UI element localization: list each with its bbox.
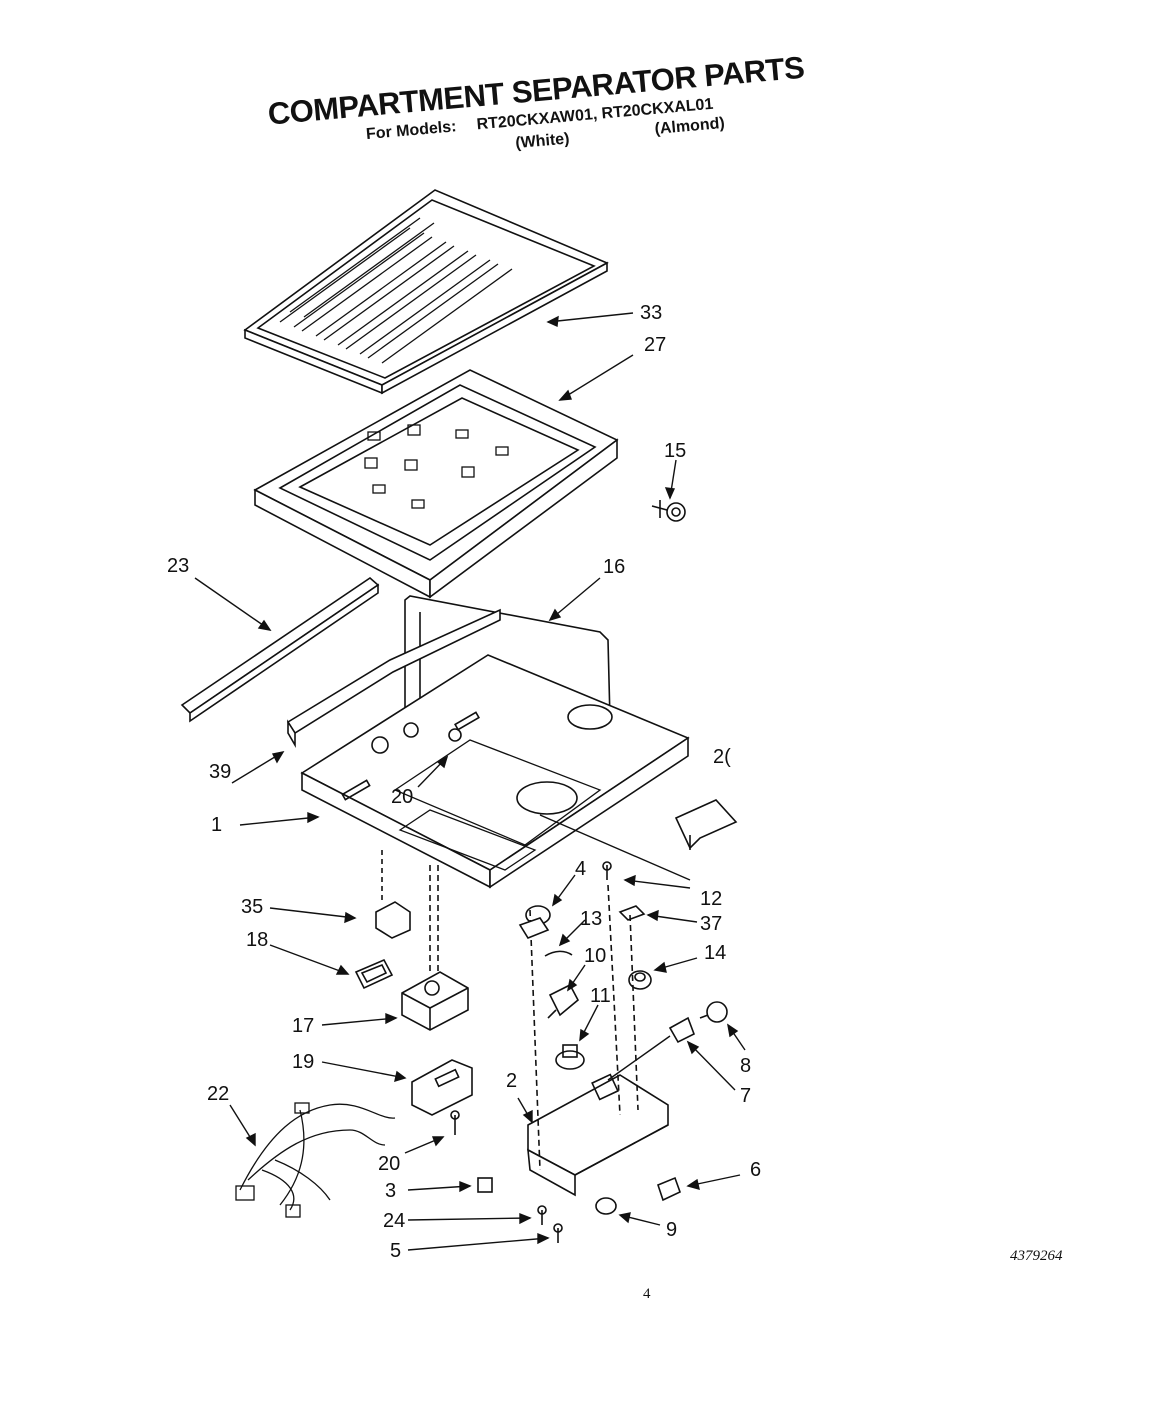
callout-26: 2(	[713, 746, 731, 768]
callout-18: 18	[246, 929, 268, 951]
part-8-bulb	[699, 1001, 728, 1023]
part-35-clip	[375, 850, 411, 939]
part-20-screw-lower	[450, 1110, 460, 1135]
part-22-wire-harness	[235, 1102, 396, 1218]
leader-lines	[194, 312, 746, 1251]
part-6-switch	[657, 1176, 681, 1202]
page-number: 4	[643, 1286, 651, 1302]
part-18-bracket	[354, 958, 394, 990]
callout-15: 15	[664, 440, 686, 462]
callout-3: 3	[385, 1180, 396, 1202]
callout-4: 4	[575, 858, 586, 880]
part-4-thermostat	[518, 905, 551, 939]
part-19-cover	[411, 1059, 473, 1116]
callout-9: 9	[666, 1219, 677, 1241]
callout-39: 39	[209, 761, 231, 783]
callout-7: 7	[740, 1085, 751, 1107]
part-13-tube	[544, 950, 573, 957]
part-7-socket	[668, 1016, 696, 1044]
callout-37: 37	[700, 913, 722, 935]
part-23-strip	[180, 576, 380, 723]
part-37-label	[618, 905, 646, 921]
part-12-screw	[602, 861, 612, 880]
callout-5: 5	[390, 1240, 401, 1262]
callout-24: 24	[383, 1210, 405, 1232]
callout-8: 8	[740, 1055, 751, 1077]
part-27-frame	[253, 369, 619, 599]
callout-1: 1	[211, 814, 222, 836]
callout-20-upper: 20	[391, 786, 413, 808]
part-17-control-box	[401, 865, 469, 1031]
part-26-insulation	[674, 799, 738, 850]
callout-33: 33	[640, 302, 662, 324]
callout-12: 12	[700, 888, 722, 910]
callout-11: 11	[590, 985, 611, 1007]
callout-13: 13	[580, 908, 602, 930]
callout-20-lower: 20	[378, 1153, 400, 1175]
callout-labels: 33 27 15 23 16 39 20 1 2( 4 12 35 13 37 …	[167, 302, 761, 1262]
callout-17: 17	[292, 1015, 314, 1037]
callout-14: 14	[704, 942, 726, 964]
part-33-shelf-grille	[243, 189, 609, 395]
callout-27: 27	[644, 334, 666, 356]
part-14-socket	[628, 970, 652, 990]
callout-22: 22	[207, 1083, 229, 1105]
part-15-knob	[651, 500, 686, 522]
part-24-screw	[537, 1205, 547, 1225]
part-1-separator-panel	[286, 608, 690, 889]
part-3-clip	[477, 1177, 493, 1193]
callout-6: 6	[750, 1159, 761, 1181]
part-5-screw	[553, 1223, 563, 1243]
callout-19: 19	[292, 1051, 314, 1073]
part-9-knob	[595, 1197, 617, 1215]
part-10-switch	[547, 983, 580, 1019]
callout-35: 35	[241, 896, 263, 918]
callout-23: 23	[167, 555, 189, 577]
callout-10: 10	[584, 945, 606, 967]
part-11-light-socket	[555, 1044, 585, 1070]
part-2-housing	[527, 884, 669, 1197]
callout-16: 16	[603, 556, 625, 578]
document-number: 4379264	[1010, 1248, 1063, 1264]
callout-2: 2	[506, 1070, 517, 1092]
